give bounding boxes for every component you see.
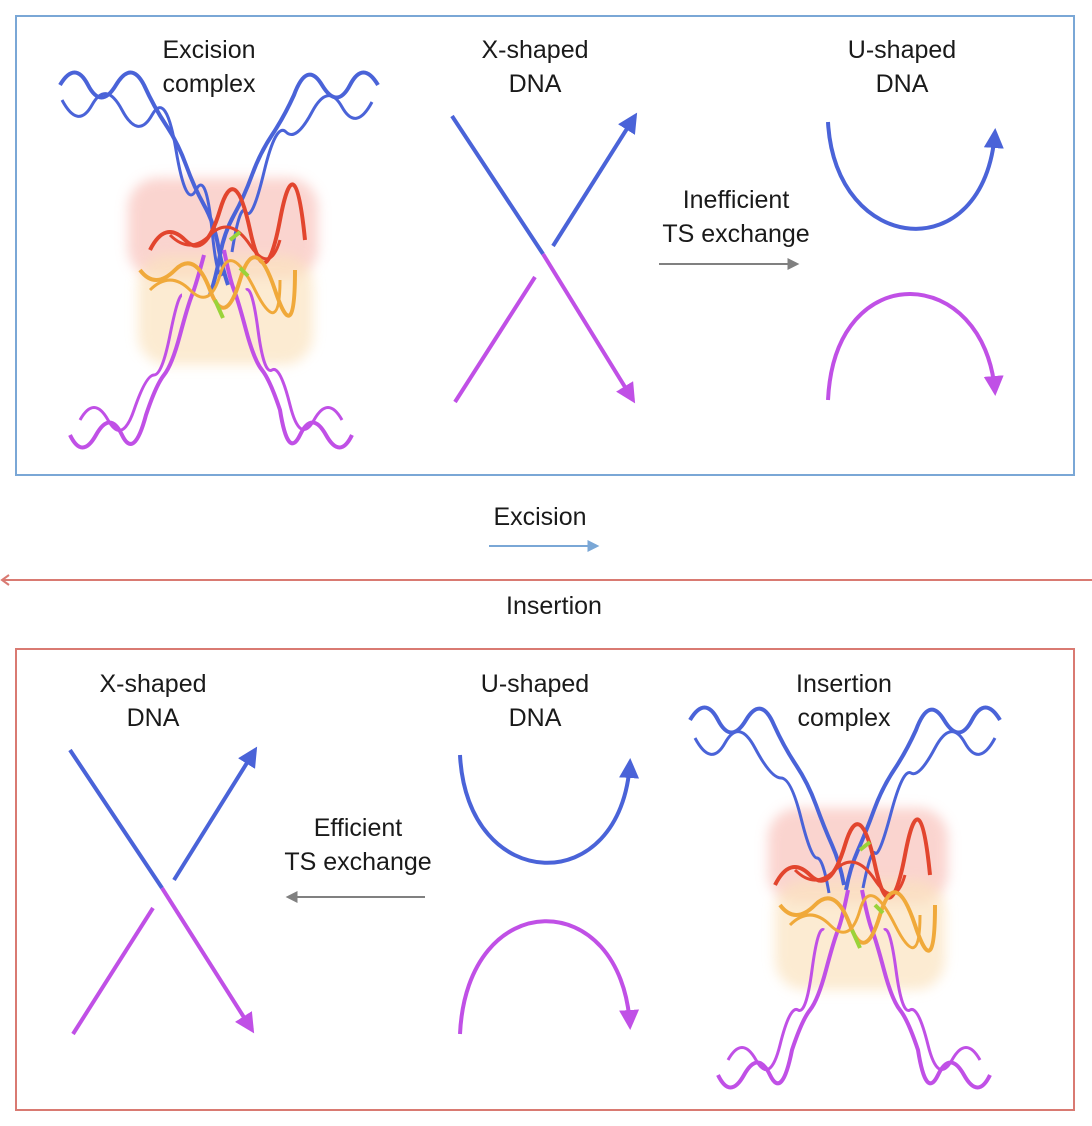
dna-helix-magenta-right-2 [245,288,344,432]
x-magenta-strand-lower-right-2 [160,886,255,1034]
excision-complex-label: Excision complex [162,36,256,98]
insertion-x-dna-label: X-shaped DNA [99,670,207,732]
insertion-u-dna-label: U-shaped DNA [480,670,590,732]
x-blue-strand-upper-left-2 [68,748,164,890]
protein-chain-red-2 [168,225,282,261]
excision-x-dna [450,112,638,404]
dna-helix-blue-left-3 [688,705,846,886]
excision-panel [15,15,1075,476]
protein-chain-red [148,182,307,265]
u-magenta-strand-2 [458,919,640,1035]
excision-complex-structure [58,70,380,450]
insertion-complex-structure [688,705,1002,1090]
dna-helix-blue-left-4 [693,730,831,894]
protein-chain-yellow-2 [148,259,282,314]
protein-surface-yellow-2 [775,880,945,990]
dna-helix-magenta-left-4 [726,928,825,1072]
dna-helix-blue-right-4 [861,730,997,889]
insertion-direction-arrowhead [0,574,10,586]
inefficient-exchange-label: Inefficient TS exchange [662,186,810,248]
dna-helix-blue-left-2 [60,92,226,277]
excision-u-dna-label: U-shaped DNA [847,36,957,98]
excision-x-dna-label: X-shaped DNA [481,36,589,98]
u-blue-strand-2 [458,754,640,865]
excision-u-dna [826,121,1004,401]
u-magenta-strand [826,292,1004,401]
insertion-u-dna [458,754,640,1035]
protein-chain-yellow [138,255,297,318]
x-blue-strand-upper-left [450,114,545,256]
x-blue-strand-upper-right-2 [172,746,258,882]
dna-helix-magenta-left-2 [78,293,183,432]
u-blue-strand [826,121,1004,231]
insertion-label: Insertion [506,592,602,620]
insertion-panel [15,648,1075,1111]
insertion-x-dna [68,746,258,1036]
dna-helix-magenta-left [68,254,206,450]
dna-helix-blue-right-3 [844,705,1002,891]
insertion-complex-label: Insertion complex [796,670,892,732]
x-magenta-strand-lower-left [453,275,537,404]
active-site-green [213,230,250,319]
x-blue-strand-upper-right [551,112,638,248]
dna-helix-magenta-right-4 [883,928,982,1072]
active-site-green-2 [850,840,885,949]
protein-chain-yellow-3 [778,890,937,953]
x-magenta-strand-lower-left-2 [71,906,155,1036]
excision-label: Excision [493,503,587,531]
protein-chain-yellow-4 [788,894,922,949]
dna-helix-blue-right [208,70,380,296]
efficient-exchange-label: Efficient TS exchange [284,814,432,876]
x-magenta-strand-lower-right [541,252,636,404]
